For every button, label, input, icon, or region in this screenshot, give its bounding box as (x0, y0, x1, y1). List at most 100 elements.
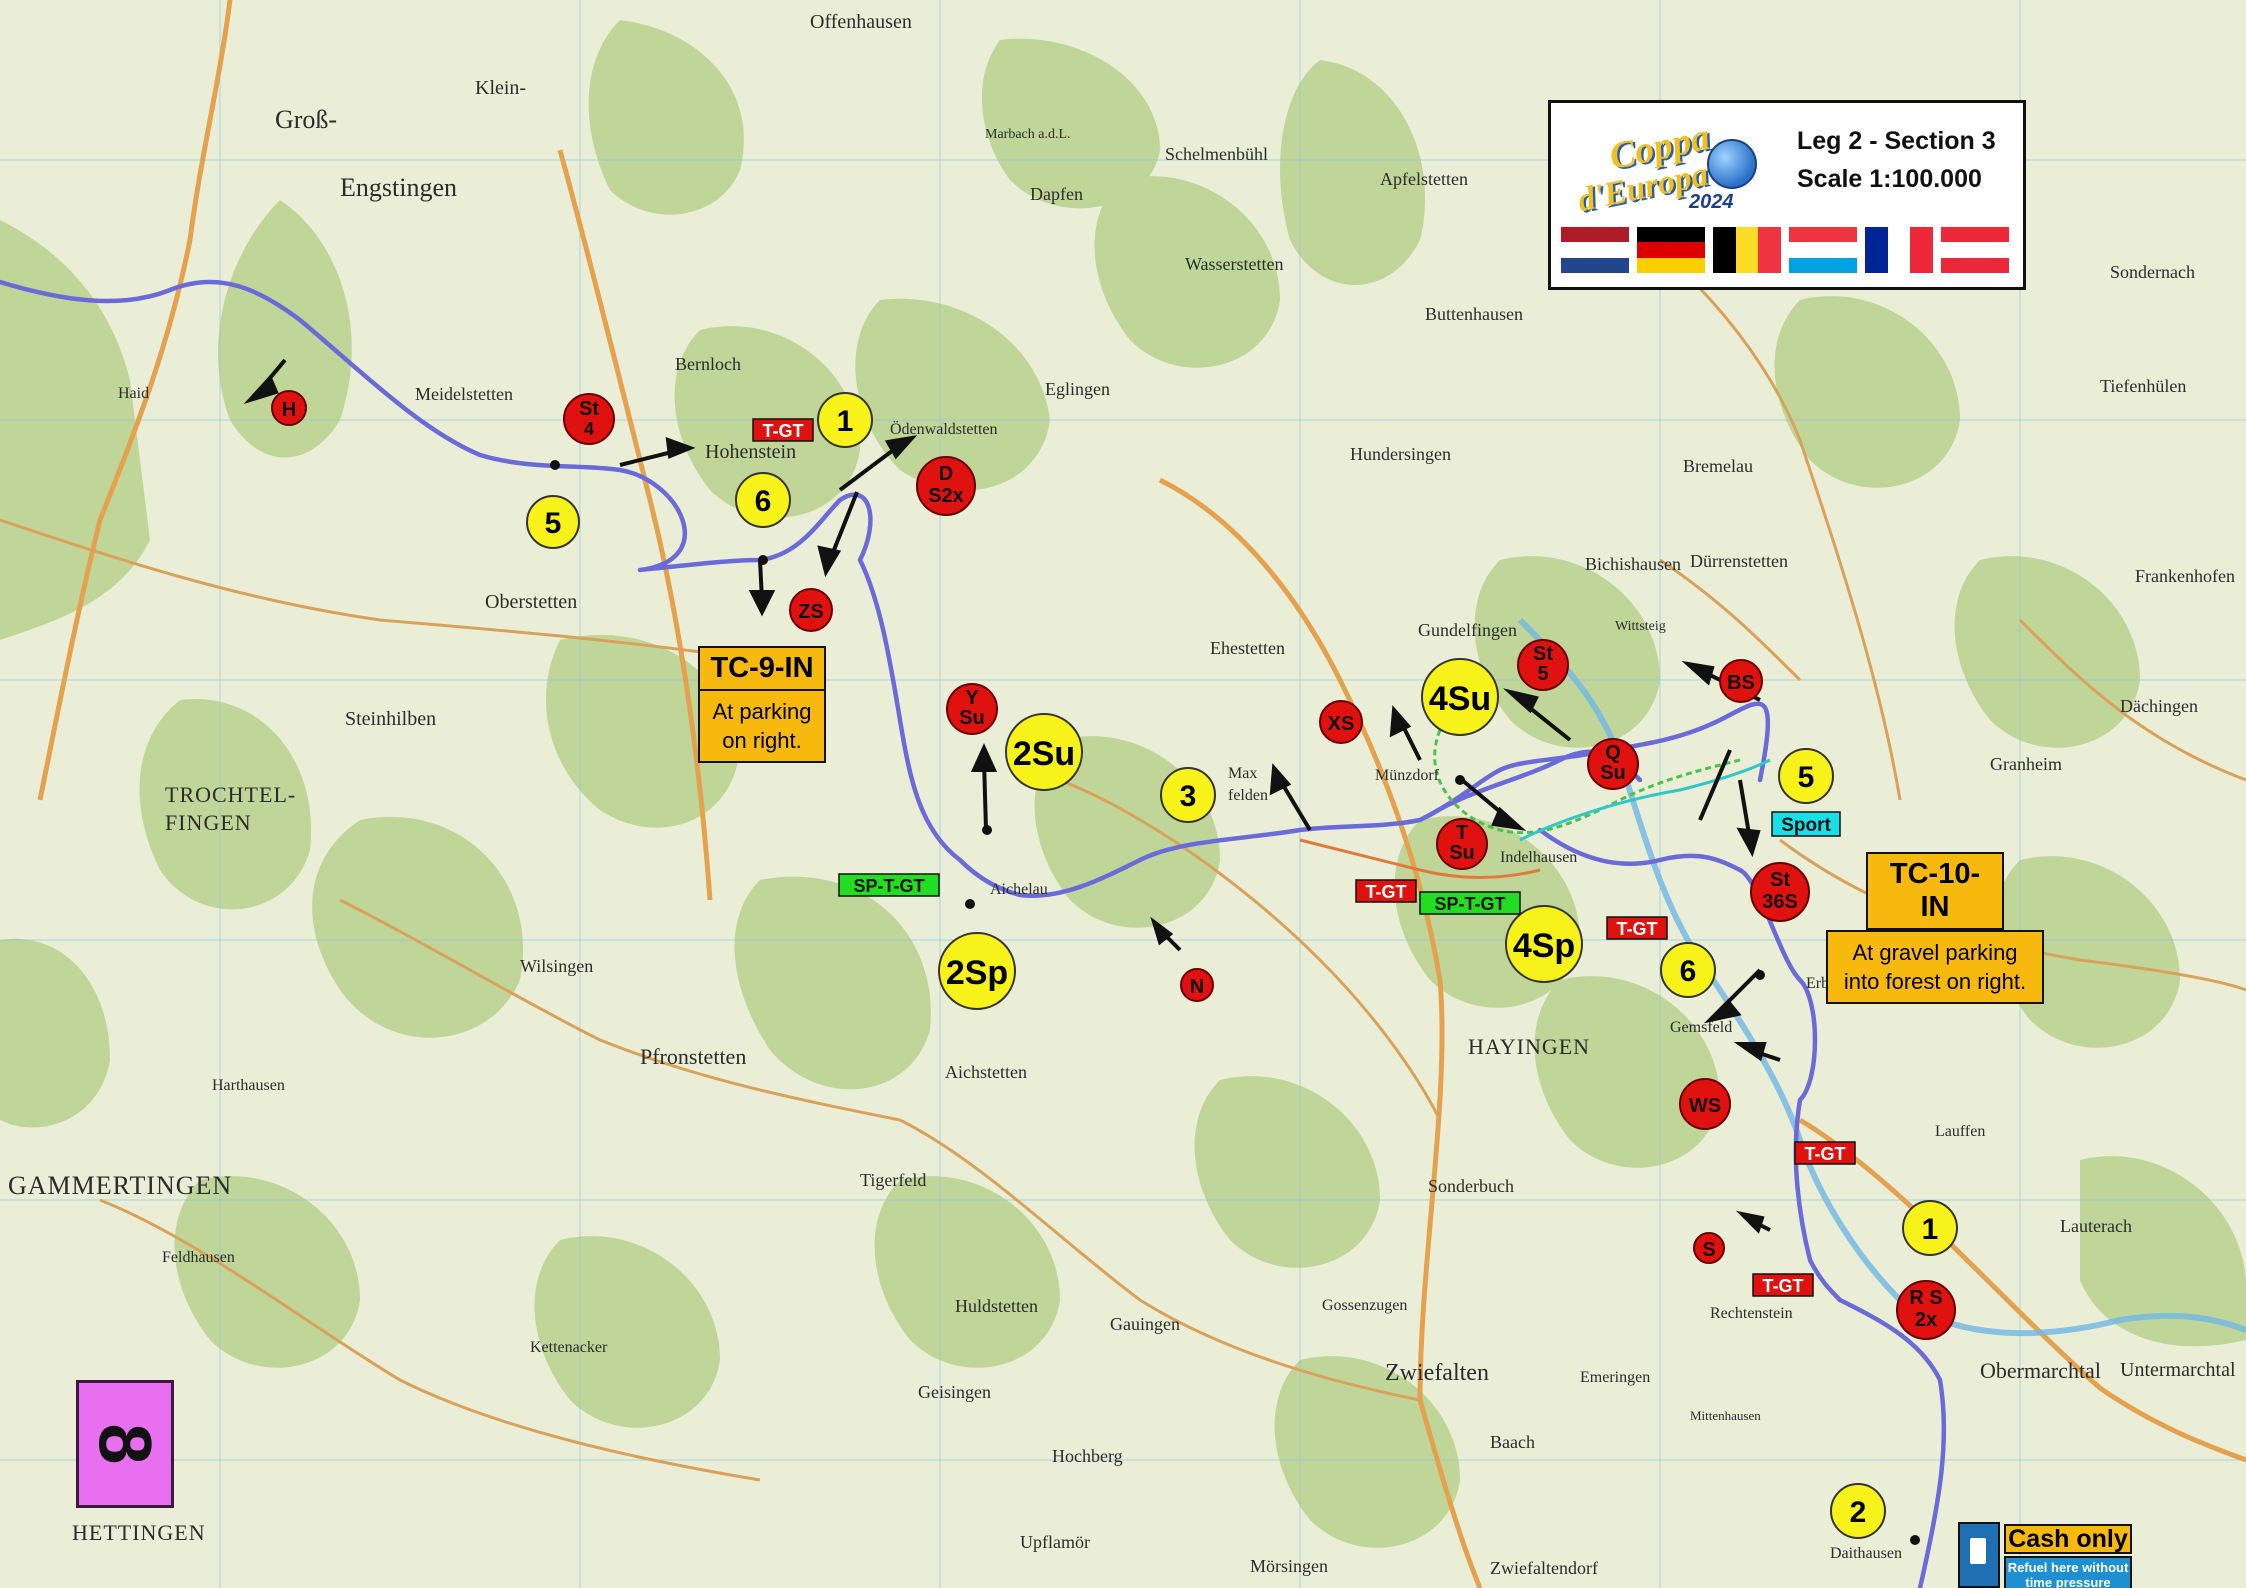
place-zwiefalten: Zwiefalten (1385, 1360, 1489, 1386)
red-marker[interactable]: YSu (946, 683, 998, 735)
yellow-marker[interactable]: 4Sp (1505, 905, 1583, 983)
yellow-marker[interactable]: 1 (817, 392, 873, 448)
yellow-marker[interactable]: 1 (1902, 1200, 1958, 1256)
place-marbach: Marbach a.d.L. (985, 127, 1071, 142)
place-obermarchtal: Obermarchtal (1980, 1358, 2101, 1383)
svg-text:4Sp: 4Sp (1513, 927, 1575, 965)
flag-austria (1941, 227, 2009, 273)
place-oberstetten: Oberstetten (485, 591, 577, 613)
red-marker[interactable]: QSu (1587, 738, 1639, 790)
red-marker[interactable]: TSu (1436, 818, 1488, 870)
place-felden: felden (1228, 787, 1268, 804)
place-hundersingen: Hundersingen (1350, 444, 1451, 464)
svg-text:SP-T-GT: SP-T-GT (854, 876, 925, 896)
red-marker[interactable]: St4 (563, 393, 615, 445)
svg-text:Su: Su (1449, 842, 1475, 864)
red-marker[interactable]: N (1180, 968, 1214, 1002)
place-wilsingen: Wilsingen (520, 956, 593, 976)
place-pfronstetten: Pfronstetten (640, 1044, 746, 1069)
place-geisingen: Geisingen (918, 1382, 991, 1402)
place-hochberg: Hochberg (1052, 1446, 1123, 1466)
direction-arrows (243, 358, 1781, 1234)
svg-text:Q: Q (1605, 742, 1621, 764)
yellow-marker[interactable]: 5 (526, 495, 580, 549)
tc-10-note-line1: At gravel parking (1852, 940, 2018, 965)
place-daechingen: Dächingen (2120, 696, 2198, 716)
tgt-tag: T-GT (1794, 1141, 1856, 1165)
tc-10-box: TC-10-IN At gravel parking into forest o… (1826, 852, 2044, 1004)
place-bernloch: Bernloch (675, 354, 741, 374)
yellow-marker[interactable]: 6 (735, 472, 791, 528)
svg-text:D: D (939, 463, 953, 485)
fuel-stop: Cash only Refuel here without time press… (1958, 1522, 2132, 1588)
red-marker[interactable]: R S2x (1896, 1280, 1956, 1340)
country-flags (1561, 227, 2009, 273)
yellow-marker[interactable]: 6 (1660, 942, 1716, 998)
place-max: Max (1228, 765, 1257, 782)
yellow-marker[interactable]: 3 (1160, 767, 1216, 823)
flag-belgium (1713, 227, 1782, 273)
place-moersingen: Mörsingen (1250, 1556, 1328, 1576)
place-baach: Baach (1490, 1432, 1535, 1452)
red-marker[interactable]: XS (1319, 700, 1363, 744)
place-feldhausen: Feldhausen (162, 1249, 235, 1266)
svg-text:SP-T-GT: SP-T-GT (1435, 894, 1506, 914)
route-tags: T-GT T-GT T-GT T-GT T-GT SP-T-GT SP-T-GT… (752, 418, 1856, 1297)
checkpoint-dots (550, 460, 1920, 1545)
svg-text:WS: WS (1689, 1095, 1721, 1117)
red-marker[interactable]: WS (1679, 1078, 1731, 1130)
route-green-loop (1433, 729, 1741, 835)
yellow-marker[interactable]: 2Sp (938, 932, 1016, 1010)
svg-text:Su: Su (1600, 762, 1626, 784)
red-marker[interactable]: ZS (789, 588, 833, 632)
place-duerrenstetten: Dürrenstetten (1690, 551, 1788, 571)
place-bremelau: Bremelau (1683, 456, 1753, 476)
svg-text:ZS: ZS (798, 601, 824, 623)
section-number-badge: 8 (76, 1380, 174, 1508)
red-marker[interactable]: S (1693, 1232, 1725, 1264)
sp-tgt-tag: SP-T-GT (1419, 891, 1521, 915)
place-gossenzugen: Gossenzugen (1322, 1297, 1407, 1314)
place-wittsteig: Wittsteig (1615, 619, 1666, 634)
place-frankenhofen: Frankenhofen (2135, 566, 2235, 586)
yellow-marker[interactable]: 2 (1830, 1483, 1886, 1539)
red-marker[interactable]: St5 (1517, 639, 1569, 691)
sp-tgt-tag: SP-T-GT (838, 873, 940, 897)
place-klein: Klein- (475, 77, 526, 99)
section-number: 8 (83, 1423, 167, 1465)
place-trochtelfingen-1: TROCHTEL- (165, 782, 296, 807)
place-indelhausen: Indelhausen (1500, 849, 1577, 866)
flag-netherlands (1561, 227, 1629, 273)
svg-text:St: St (579, 398, 599, 420)
yellow-marker[interactable]: 4Su (1421, 658, 1499, 736)
place-oedenwaldstetten: Ödenwaldstetten (890, 420, 998, 438)
place-sonderbuch: Sonderbuch (1428, 1176, 1514, 1196)
yellow-marker[interactable]: 2Su (1005, 713, 1083, 791)
red-marker[interactable]: H (271, 390, 307, 426)
svg-text:S: S (1702, 1239, 1715, 1261)
svg-text:Sport: Sport (1781, 815, 1831, 836)
place-zwiefaltendorf: Zwiefaltendorf (1490, 1558, 1598, 1578)
refuel-note-line1: Refuel here without (2007, 1560, 2129, 1575)
tc-9-note-line1: At parking (712, 699, 812, 724)
tc-10-note-line2: into forest on right. (1843, 969, 2027, 994)
yellow-marker[interactable]: 5 (1778, 748, 1834, 804)
place-tiefenhuelen: Tiefenhülen (2100, 376, 2186, 396)
tc-9-title: TC-9-IN (698, 646, 826, 691)
place-engstingen: Engstingen (340, 173, 457, 202)
legend-title: Leg 2 - Section 3 (1797, 127, 1996, 155)
place-lauffen: Lauffen (1935, 1123, 1985, 1140)
place-buttenhausen: Buttenhausen (1425, 304, 1523, 324)
logo-year: 2024 (1689, 191, 1734, 213)
place-rechtenstein: Rechtenstein (1710, 1305, 1793, 1322)
place-dapfen: Dapfen (1030, 184, 1083, 204)
place-daithausen: Daithausen (1830, 1545, 1902, 1562)
svg-text:S2x: S2x (928, 485, 964, 507)
svg-text:2Su: 2Su (1013, 735, 1075, 773)
svg-text:6: 6 (755, 485, 772, 518)
tgt-tag: T-GT (752, 418, 814, 442)
red-marker[interactable]: BS (1719, 659, 1763, 703)
svg-text:Su: Su (959, 707, 985, 729)
